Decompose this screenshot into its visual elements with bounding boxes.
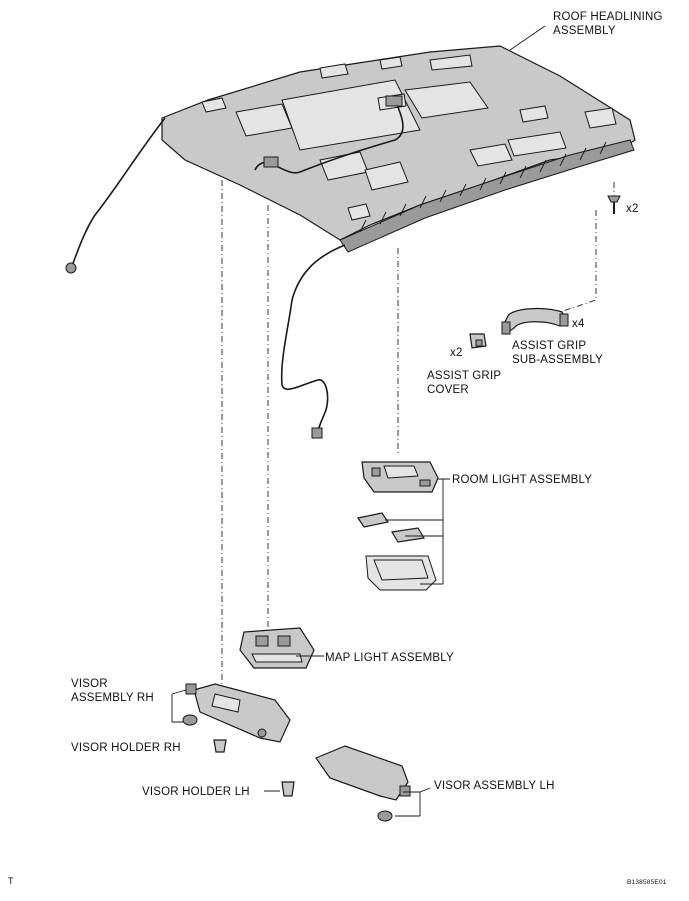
antenna-connector bbox=[65, 262, 77, 274]
visor-assembly-rh bbox=[185, 683, 291, 743]
antenna-wire bbox=[71, 117, 166, 267]
label-assist-grip-line1: ASSIST GRIP bbox=[512, 340, 587, 352]
corner-mark-t: T bbox=[8, 876, 14, 886]
label-roof-headlining: ROOF HEADLINING ASSEMBLY bbox=[553, 10, 663, 38]
label-assist-grip-cover-line2: COVER bbox=[427, 384, 469, 396]
visor-holder-lh bbox=[281, 781, 295, 797]
room-light-bulb-2 bbox=[391, 527, 425, 543]
label-room-light: ROOM LIGHT ASSEMBLY bbox=[452, 474, 593, 486]
label-assist-grip-cover-line1: ASSIST GRIP bbox=[427, 370, 502, 382]
label-map-light: MAP LIGHT ASSEMBLY bbox=[325, 652, 454, 664]
clip-fastener bbox=[607, 195, 621, 214]
label-visor-holder-rh: VISOR HOLDER RH bbox=[71, 742, 181, 754]
harness-connector bbox=[311, 427, 323, 439]
assist-grip-cover bbox=[469, 333, 487, 349]
label-cover-x2: x2 bbox=[450, 347, 463, 359]
room-light-lens bbox=[365, 555, 437, 591]
visor-rh-clip bbox=[182, 714, 198, 726]
label-visor-rh-line1: VISOR bbox=[71, 678, 108, 690]
visor-assembly-lh bbox=[315, 745, 411, 801]
label-roof-headlining-line2: ASSEMBLY bbox=[553, 25, 616, 37]
label-visor-rh-line2: ASSEMBLY RH bbox=[71, 692, 154, 704]
label-visor-holder-lh: VISOR HOLDER LH bbox=[142, 786, 250, 798]
label-assist-grip: ASSIST GRIP SUB-ASSEMBLY bbox=[512, 339, 603, 367]
label-roof-headlining-line1: ROOF HEADLINING bbox=[553, 11, 663, 23]
assist-grip-sub-assembly bbox=[501, 307, 569, 335]
label-assist-grip-line2: SUB-ASSEMBLY bbox=[512, 354, 604, 366]
map-light-assembly bbox=[239, 627, 315, 669]
roof-wire-harness bbox=[280, 244, 346, 433]
visor-holder-rh bbox=[213, 739, 227, 753]
label-clip-x2: x2 bbox=[626, 203, 639, 215]
label-visor-rh: VISOR ASSEMBLY RH bbox=[71, 677, 154, 705]
visor-lh-clip bbox=[377, 810, 393, 822]
label-grip-x4: x4 bbox=[572, 318, 585, 330]
room-light-bulb-1 bbox=[357, 512, 389, 528]
roof-headlining-assembly bbox=[161, 45, 636, 253]
figure-code: B138585E01 bbox=[627, 879, 667, 886]
label-assist-grip-cover: ASSIST GRIP COVER bbox=[427, 369, 501, 397]
label-visor-lh: VISOR ASSEMBLY LH bbox=[434, 780, 555, 792]
room-light-assembly bbox=[361, 461, 439, 493]
